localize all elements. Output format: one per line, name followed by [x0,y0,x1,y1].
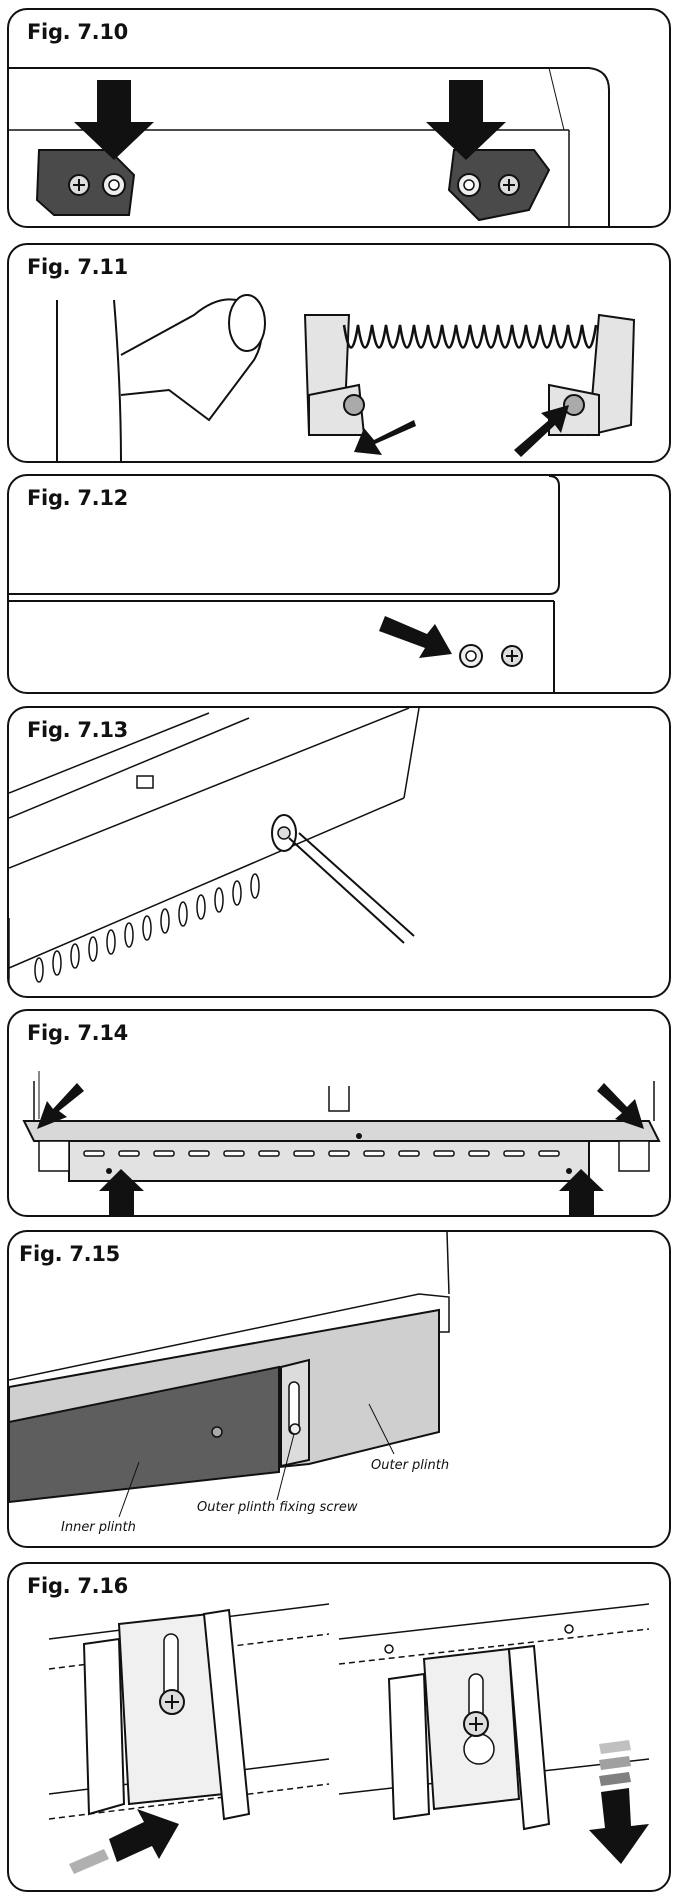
vent-slots [34,873,260,983]
clip-left [48,1603,330,1874]
figure-label: Fig. 7.10 [23,20,132,44]
up-arrow-icon [559,1169,604,1215]
screw-icon [211,1426,223,1438]
inner-plinth-caption: Inner plinth [61,1520,136,1535]
figure-7-12: Fig. 7.12 [7,474,671,694]
figure-label: Fig. 7.13 [23,718,132,742]
diagonal-arrow-icon [379,616,452,658]
fixing-screw-caption: Outer plinth fixing screw [197,1500,358,1515]
plinth-slots [83,1150,560,1157]
screw-icon [289,1423,301,1435]
plinth-illustration [22,1071,661,1215]
spring-illustration [56,294,636,461]
down-arrow-icon [74,80,154,160]
figure-label: Fig. 7.11 [23,255,132,279]
figure-7-15: Fig. 7.15 Outer plinth Outer plinth fixi… [7,1230,671,1548]
figure-7-14: Fig. 7.14 [7,1009,671,1217]
figure-label: Fig. 7.14 [23,1021,132,1045]
diagonal-arrow-icon [514,405,569,457]
diagonal-arrow-icon [354,420,416,455]
diagonal-arrow-icon [109,1809,179,1862]
figure-7-16: Fig. 7.16 [7,1562,671,1892]
spring-coil [342,324,598,349]
figure-7-11: Fig. 7.11 [7,243,671,463]
plinth-side-illustration [9,1232,450,1518]
door-panel-illustration [9,476,560,692]
hinge-right [447,149,551,222]
up-arrow-icon [99,1169,144,1215]
figure-label: Fig. 7.15 [15,1242,124,1266]
figure-label: Fig. 7.16 [23,1574,132,1598]
hinge-left [35,149,136,216]
figure-7-13: Fig. 7.13 [7,706,671,998]
clip-right [338,1603,650,1864]
hinge-illustration [9,67,610,226]
diagonal-arrow-icon [597,1083,644,1129]
diagonal-arrow-icon [37,1083,84,1129]
plinth-clip-illustration [48,1603,650,1874]
figure-7-10: Fig. 7.10 [7,8,671,228]
down-arrow-icon [589,1788,649,1864]
screw-icon [277,826,291,840]
screwdriver-illustration [9,708,420,996]
down-arrow-icon [426,80,506,160]
figure-label: Fig. 7.12 [23,486,132,510]
outer-plinth-caption: Outer plinth [371,1458,450,1473]
